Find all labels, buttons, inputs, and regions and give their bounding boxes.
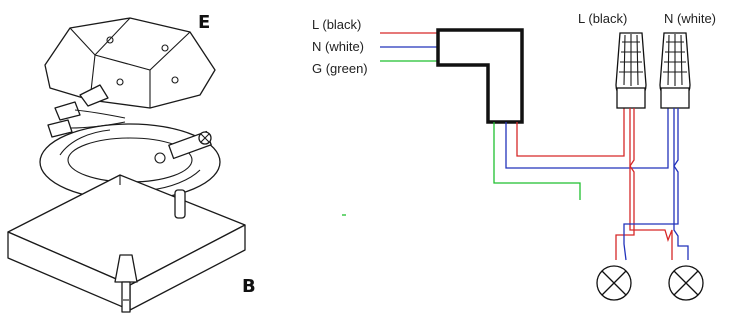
label-top-live: L (black) — [578, 11, 627, 26]
wire-nut-icon — [615, 32, 647, 109]
lamp-wire-live-a — [615, 108, 635, 260]
lamp-wire-neutral-b — [673, 108, 689, 260]
output-wire-neutral — [505, 108, 669, 169]
lamp-wire-live-b — [629, 108, 673, 260]
output-wire-ground — [493, 122, 581, 200]
elbow-connector-icon — [436, 28, 524, 124]
label-wire-live: L (black) — [312, 17, 361, 32]
label-top-neutral: N (white) — [664, 11, 716, 26]
label-wire-ground: G (green) — [312, 61, 368, 76]
fixture-illustration: E B — [7, 12, 256, 313]
lamp-icon — [596, 265, 632, 301]
label-wire-neutral: N (white) — [312, 39, 364, 54]
label-b: B — [242, 276, 256, 297]
mounting-plate — [39, 123, 221, 201]
wire-nut-icon — [659, 32, 691, 109]
canopy-box-b — [7, 174, 246, 313]
lamp-wire-neutral-a — [623, 108, 679, 261]
junction-box-e — [44, 17, 216, 109]
wire-nut-icon — [47, 84, 126, 138]
lamp-icon — [668, 265, 704, 301]
wiring-schematic: L (black) N (white) G (green) L (black) … — [312, 11, 716, 301]
label-e: E — [198, 12, 210, 33]
output-wire-live — [516, 108, 625, 157]
